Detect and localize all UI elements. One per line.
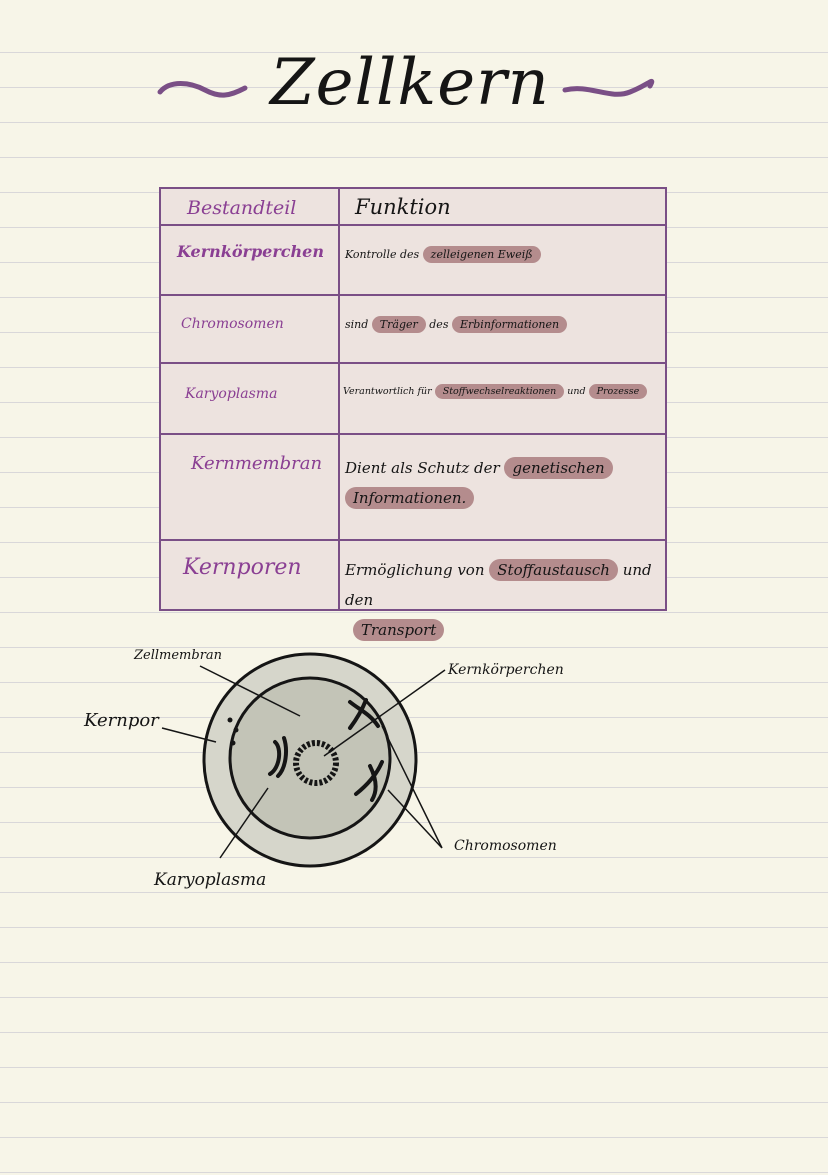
label-kernkoerperchen: Kernkörperchen [448,662,564,678]
part-label: Kernkörperchen [177,242,324,261]
table-row: Chromosomen sind Träger des Erbinformati… [161,296,665,364]
highlight: Transport [353,619,445,641]
table-header-row: Bestandteil Funktion [161,189,665,226]
table-row: Kernkörperchen Kontrolle des zelleigenen… [161,226,665,296]
table-row: Kernmembran Dient als Schutz der genetis… [161,435,665,541]
function-text: Ermöglichung von Stoffaustausch und den … [345,559,652,641]
title-block: Zellkern [150,40,670,140]
highlight: Träger [371,316,426,333]
highlight: zelleigenen Eweiß [422,246,541,263]
part-label: Karyoplasma [185,386,278,402]
highlight: genetischen [504,457,613,479]
label-kernpor: Kernpor [84,710,159,731]
label-karyoplasma: Karyoplasma [154,870,267,890]
function-table: Bestandteil Funktion Kernkörperchen Kont… [159,187,667,641]
highlight: Informationen. [345,487,475,509]
nucleus-diagram: Zellmembran Kernpor Kernkörperchen Chrom… [70,630,630,920]
part-label: Kernporen [183,555,302,580]
highlight: Prozesse [588,384,648,399]
function-text: Verantwortlich für Stoffwechselreaktione… [343,384,683,399]
page-title: Zellkern [270,46,550,120]
title-flourish-icon [157,78,655,98]
part-label: Chromosomen [181,316,284,332]
highlight: Stoffaustausch [489,559,618,581]
label-zellmembran: Zellmembran [134,648,223,663]
header-funktion: Funktion [355,195,451,219]
table-row: Kernporen Ermöglichung von Stoffaustausc… [161,541,665,641]
function-text: sind Träger des Erbinformationen [345,316,663,333]
highlight: Erbinformationen [451,316,568,333]
label-chromosomen: Chromosomen [454,838,557,854]
table-row: Karyoplasma Verantwortlich für Stoffwech… [161,364,665,435]
header-bestandteil: Bestandteil [187,197,297,219]
column-divider [338,189,340,609]
part-label: Kernmembran [191,453,323,474]
function-text: Dient als Schutz der genetischen Informa… [345,453,663,513]
nucleus-drawing-icon [161,652,446,868]
highlight: Stoffwechselreaktionen [434,384,565,399]
function-text: Kontrolle des zelleigenen Eweiß [345,246,663,263]
